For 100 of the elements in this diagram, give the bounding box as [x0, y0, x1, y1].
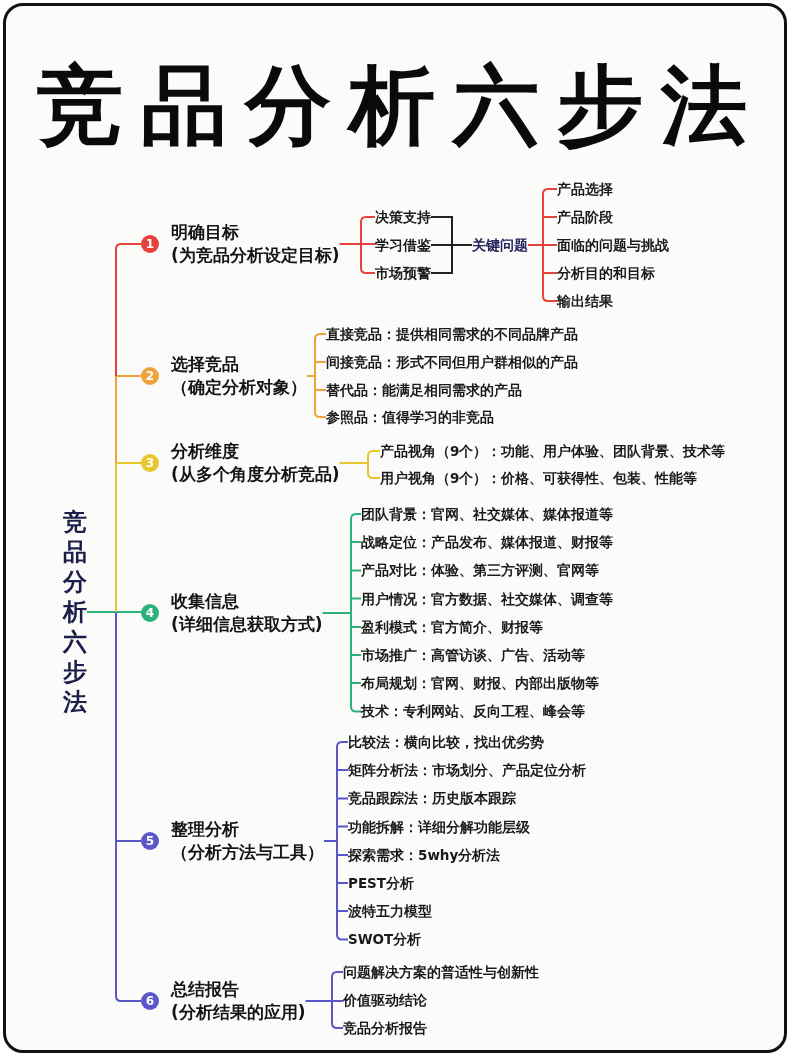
subtopic-label: 价值驱动结论 [343, 991, 427, 1009]
branch-line [350, 626, 362, 628]
brace-line [336, 797, 338, 828]
brace-line [314, 375, 316, 391]
brace-line [314, 333, 327, 363]
brace-line [323, 840, 338, 842]
brace-line [350, 612, 352, 628]
subtopic-label: SWOT分析 [348, 930, 422, 949]
brace-line [542, 244, 544, 274]
key-topic: 关键问题 [472, 236, 528, 254]
subtopic-label: 直接竞品：提供相同需求的不同品牌产品 [326, 325, 578, 343]
brace-line [542, 216, 544, 246]
brace-line [350, 541, 352, 572]
branch-line [336, 854, 349, 856]
step-subtitle: （确定分析对象） [171, 376, 307, 399]
brace-line [331, 971, 344, 1002]
brace-line [360, 216, 376, 245]
subtopic-label: 产品视角（9个）：功能、用户体验、团队背景、技术等 [380, 442, 726, 460]
bracket-line [430, 244, 473, 274]
brace-line [350, 513, 362, 543]
subtopic-label: 比较法：横向比较，找出优劣势 [348, 733, 544, 751]
step-title: 选择竞品 [171, 353, 239, 376]
step-title: 总结报告 [171, 978, 239, 1001]
branch-line [336, 825, 349, 828]
subtopic-label: 输出结果 [557, 292, 613, 310]
brace-line [360, 243, 376, 274]
subtopic-label: 用户情况：官方数据、社交媒体、调查等 [361, 589, 613, 608]
step-subtitle: (分析结果的应用) [171, 1001, 306, 1024]
brace-line [542, 188, 558, 218]
branch-line [115, 462, 142, 464]
branch-line [350, 569, 362, 572]
step-title: 收集信息 [171, 590, 239, 613]
branch-line [336, 882, 349, 884]
brace-line [336, 854, 338, 884]
branch-line [115, 375, 142, 377]
trunk-line [115, 243, 142, 377]
brace-line [350, 626, 352, 656]
brace-line [350, 569, 352, 600]
subtopic-label: 竞品分析报告 [343, 1019, 427, 1037]
subtopic-label: 间接竞品：形式不同但用户群相似的产品 [326, 353, 578, 371]
brace-line [527, 244, 544, 246]
subtopic-label: 功能拆解：详细分解功能层级 [348, 817, 530, 836]
step-title: 整理分析 [171, 818, 239, 841]
subtopic-label: 分析目的和目标 [557, 264, 655, 282]
branch-line [336, 769, 349, 771]
branch-line [314, 389, 327, 391]
branch-line [115, 611, 142, 613]
subtopic-label: 波特五力模型 [348, 902, 432, 921]
subtopic-label: 产品阶段 [557, 208, 613, 226]
brace-line [336, 882, 338, 912]
brace-line [336, 741, 349, 771]
trunk-line [115, 375, 117, 464]
subtopic-label: 替代品：能满足相同需求的产品 [326, 381, 522, 399]
brace-line [336, 910, 349, 941]
brace-line [338, 243, 362, 245]
subtopic-label: 团队背景：官网、社交媒体、媒体报道等 [361, 505, 613, 523]
brace-line [350, 597, 352, 614]
branch-line [542, 272, 558, 274]
brace-line [542, 272, 558, 302]
subtopic-label: 盈利模式：官方简介、财报等 [361, 617, 543, 636]
branch-line [350, 682, 362, 684]
brace-line [314, 361, 316, 377]
trunk-line [115, 840, 142, 1002]
step-subtitle: (详细信息获取方式) [171, 613, 323, 636]
subtopic-label: 市场预警 [375, 264, 431, 282]
brace-line [306, 375, 316, 377]
branch-line [314, 361, 327, 363]
brace-line [336, 769, 338, 800]
branch-line [115, 840, 142, 842]
branch-line [336, 797, 349, 800]
brace-line [367, 462, 381, 479]
trunk-line [115, 462, 117, 613]
subtopic-label: 用户视角（9个）：价格、可获得性、包装、性能等 [380, 469, 698, 487]
subtopic-label: PEST分析 [348, 874, 415, 892]
step-title: 明确目标 [171, 221, 239, 244]
brace-line [331, 1000, 344, 1029]
subtopic-label: 参照品：值得学习的非竞品 [326, 408, 494, 426]
brace-line [321, 612, 352, 614]
branch-line [350, 541, 362, 543]
trunk-line [86, 611, 117, 613]
subtopic-label: 决策支持 [375, 208, 431, 226]
branch-line [360, 243, 376, 245]
branch-line [331, 1000, 344, 1002]
subtopic-label: 学习借鉴 [375, 236, 431, 254]
brace-line [336, 825, 338, 842]
central-topic: 竞品分析六步法 [63, 507, 87, 717]
subtopic-label: 矩阵分析法：市场划分、产品定位分析 [348, 761, 586, 780]
subtopic-label: 产品对比：体验、第三方评测、官网等 [361, 561, 599, 580]
branch-line [350, 654, 362, 656]
step-title: 分析维度 [171, 440, 239, 463]
subtopic-label: 布局规划：官网、财报、内部出版物等 [361, 674, 599, 693]
brace-line [367, 450, 381, 464]
brace-line [336, 840, 338, 856]
brace-line [350, 682, 362, 713]
subtopic-label: 问题解决方案的普适性与创新性 [343, 963, 539, 981]
trunk-line [115, 611, 117, 842]
subtopic-label: 竞品跟踪法：历史版本跟踪 [348, 789, 516, 808]
step-subtitle: （分析方法与工具） [171, 841, 324, 864]
brace-line [350, 654, 352, 684]
subtopic-label: 产品选择 [557, 180, 613, 198]
